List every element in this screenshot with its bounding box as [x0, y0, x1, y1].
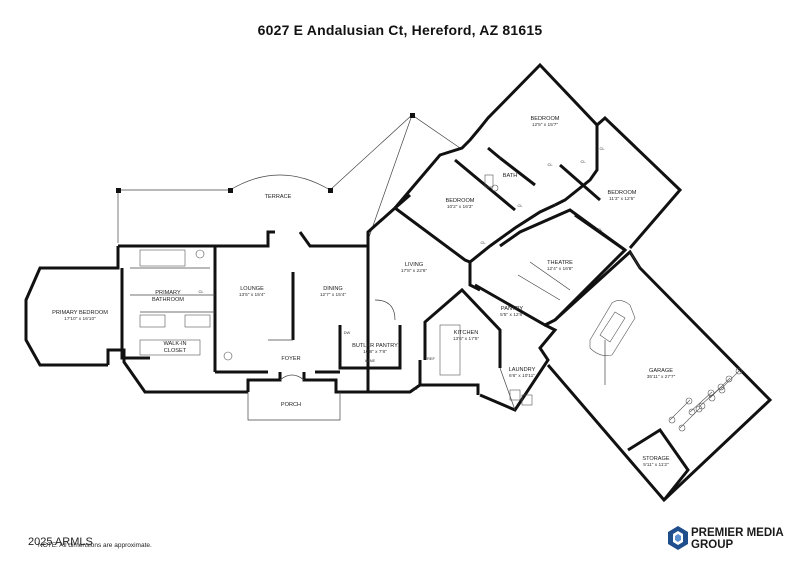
west-wing: [24, 230, 402, 394]
primary-bathroom-label-2: BATHROOM: [152, 297, 184, 303]
primary-bathroom-label-1: PRIMARY: [155, 290, 181, 296]
primary-bedroom-dim: 17'10" x 16'10": [64, 316, 96, 322]
bedroom-wing: [393, 62, 683, 292]
room-labels: PRIMARY BEDROOM 17'10" x 16'10" PRIMARY …: [52, 116, 675, 468]
lounge-dim: 13'5" x 15'4": [239, 292, 266, 298]
storage-dim: 5'11" x 11'2": [643, 462, 669, 468]
bedroom2-dim: 10'2" x 16'3": [447, 204, 474, 210]
closet-label: CL: [597, 227, 603, 232]
garage-area: [546, 249, 773, 503]
foyer-label: FOYER: [281, 356, 300, 362]
car-icon: [589, 300, 636, 356]
closet-label: CL: [517, 203, 523, 208]
wine-label: WINE: [365, 358, 376, 363]
copyright-text: 2025 ARMLS: [28, 536, 93, 548]
closet-label: CL: [198, 289, 204, 294]
living-dim: 17'8" x 22'6": [401, 268, 428, 274]
porch-area: [247, 374, 341, 421]
porch-label: PORCH: [281, 402, 301, 408]
walkin-closet-label-1: WALK-IN: [163, 341, 186, 347]
walkin-closet-label-2: CLOSET: [164, 348, 187, 354]
storage-label: STORAGE: [642, 456, 670, 462]
bedroom3-dim: 11'3" x 12'5": [609, 196, 635, 202]
closet-label: CL: [580, 159, 586, 164]
ref-label: REF: [427, 356, 436, 361]
copyright-footer: 2025 ARMLS NOTE: All dimensions are appr…: [28, 536, 152, 549]
laundry-dim: 6'6" x 10'11": [509, 373, 535, 379]
kitchen-label: KITCHEN: [454, 330, 479, 336]
lounge-label: LOUNGE: [240, 286, 264, 292]
bedroom1-dim: 12'5" x 15'7": [532, 122, 559, 128]
theatre-wing: [474, 208, 628, 412]
terrace-area: TERRACE: [116, 113, 461, 243]
bedroom3-label: BEDROOM: [608, 190, 637, 196]
company-logo: PREMIER MEDIA GROUP: [667, 525, 784, 553]
living-label: LIVING: [405, 262, 423, 268]
dimensions-note: NOTE: All dimensions are approximate.: [38, 542, 152, 549]
dining-dim: 12'7" x 15'4": [320, 292, 347, 298]
butler-pantry-label: BUTLER PANTRY: [352, 343, 398, 349]
theatre-dim: 12'4" x 16'8": [547, 266, 574, 272]
terrace-label: TERRACE: [265, 194, 292, 200]
garage-label: GARAGE: [649, 368, 673, 374]
dining-label: DINING: [323, 286, 343, 292]
pantry-dim: 5'5" x 12'8": [500, 312, 524, 318]
butler-pantry-dim: 10'8" x 7'8": [363, 349, 387, 355]
closet-label: CL: [412, 386, 418, 391]
page-title: 6027 E Andalusian Ct, Hereford, AZ 81615: [257, 22, 543, 38]
pantry-label: PANTRY: [501, 306, 523, 312]
dw-label: DW: [344, 330, 351, 335]
garage-dim: 35'11" x 27'7": [647, 374, 676, 380]
logo-line-2: GROUP: [691, 539, 734, 551]
bath-label: BATH: [503, 173, 518, 179]
closet-label: CL: [480, 240, 486, 245]
closet-label: CL: [547, 162, 553, 167]
living-wing: [366, 193, 502, 395]
kitchen-dim: 13'6" x 17'5": [453, 336, 480, 342]
fixtures: [139, 174, 533, 406]
logo-line-1: PREMIER MEDIA: [691, 527, 784, 539]
closet-label: CL: [599, 146, 605, 151]
bedroom1-label: BEDROOM: [531, 116, 560, 122]
primary-bedroom-label: PRIMARY BEDROOM: [52, 310, 108, 316]
hexagon-logo-icon: [668, 526, 688, 550]
bicycles-icon: [668, 367, 743, 432]
theatre-label: THEATRE: [547, 260, 573, 266]
laundry-label: LAUNDRY: [509, 367, 536, 373]
bedroom2-label: BEDROOM: [446, 198, 475, 204]
